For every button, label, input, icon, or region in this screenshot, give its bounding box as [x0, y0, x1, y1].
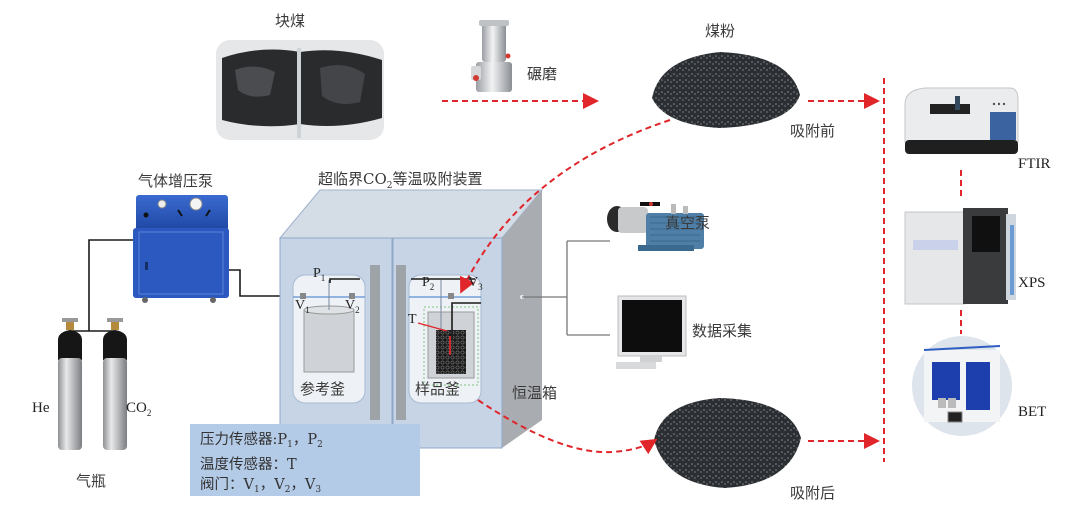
flow-arrows — [442, 78, 962, 462]
data-acquisition-label: 数据采集 — [692, 322, 753, 340]
grinder-icon — [471, 20, 512, 92]
valve-v3-icon — [448, 293, 454, 299]
coal-powder-after-image — [654, 398, 801, 488]
co2-cylinder-image — [103, 318, 127, 450]
booster-pump-label: 气体增压泵 — [138, 172, 214, 190]
legend-v3-index: 3 — [315, 485, 322, 495]
he-label: He — [32, 400, 50, 416]
co2-prefix: CO — [126, 400, 147, 416]
arrow-sample-to-after — [477, 399, 658, 455]
valve-v1-icon — [300, 293, 306, 299]
xps-instrument-image — [904, 208, 1016, 305]
v2-index: 2 — [355, 304, 360, 315]
legend-valve-sep2: ，V — [290, 477, 316, 493]
monitor-image — [616, 295, 687, 369]
v1-index: 1 — [305, 304, 310, 315]
lump-coal-label: 块煤 — [275, 12, 306, 30]
legend-valve-row: 阀门：V1，V2，V3 — [200, 475, 410, 500]
coal-sample-icon — [436, 330, 466, 374]
legend-temperature-row: 温度传感器：T — [200, 457, 297, 473]
reference-cell-vessel — [303, 309, 355, 373]
thermostat-label: 恒温箱 — [512, 384, 558, 402]
before-adsorption-label: 吸附前 — [790, 122, 836, 140]
after-adsorption-label: 吸附后 — [790, 484, 836, 502]
legend-valve-sep1: ，V — [259, 477, 285, 493]
arrow-powder-to-sample-cell — [460, 119, 671, 294]
legend-p1-index: 1 — [287, 440, 293, 450]
v3-index: 3 — [478, 281, 483, 292]
thermostat-oven — [278, 189, 544, 449]
he-cylinder-image — [58, 318, 82, 450]
p1-index: 1 — [320, 272, 326, 283]
door-handle-right — [396, 265, 406, 420]
legend-v2-index: 2 — [284, 485, 291, 495]
legend-pressure-row: 压力传感器:P1，P2 — [200, 430, 410, 455]
p1-letter: P — [313, 266, 321, 281]
apparatus-title-prefix: 超临界CO — [318, 170, 387, 188]
coal-powder-before-image — [652, 52, 800, 128]
v3-tag: V3 — [468, 275, 483, 292]
co2-sub: 2 — [146, 408, 152, 418]
p2-index: 2 — [429, 281, 435, 292]
apparatus-title-sub: 2 — [386, 181, 393, 191]
legend-valve-text: 阀门：V — [200, 477, 254, 493]
bet-label: BET — [1018, 404, 1047, 420]
signal-lines — [522, 240, 610, 336]
coal-powder-label: 煤粉 — [705, 22, 736, 40]
valve-v2-icon — [349, 293, 355, 299]
p1-tag: P1 — [313, 266, 325, 283]
legend-pressure-text: 压力传感器:P — [200, 432, 288, 448]
v1-letter: V — [295, 298, 306, 313]
sample-cell-label: 样品釜 — [415, 380, 461, 398]
grinding-label: 碾磨 — [527, 65, 558, 83]
ruler-icon — [297, 48, 301, 138]
xps-label: XPS — [1018, 275, 1046, 291]
gas-booster-pump-image — [133, 195, 229, 303]
v2-letter: V — [345, 298, 356, 313]
v1-tag: V1 — [295, 298, 310, 315]
vacuum-pump-label: 真空泵 — [665, 214, 711, 232]
legend-p2-index: 2 — [317, 440, 323, 450]
t-tag: T — [408, 312, 417, 327]
ftir-label: FTIR — [1018, 156, 1051, 172]
v3-letter: V — [468, 275, 479, 290]
p2-letter: P — [422, 275, 430, 290]
door-handle-left — [370, 265, 380, 420]
sensor-legend-box: 压力传感器:P1，P2 温度传感器：T 阀门：V1，V2，V3 — [190, 424, 420, 496]
apparatus-title: 超临界CO2等温吸附装置 — [318, 168, 483, 191]
lump-coal-image — [216, 40, 384, 140]
p2-tag: P2 — [422, 275, 434, 292]
apparatus-title-suffix: 等温吸附装置 — [392, 170, 483, 188]
gas-cylinders-label: 气瓶 — [76, 472, 107, 490]
ftir-instrument-image — [904, 87, 1019, 154]
vacuum-pump-image — [607, 202, 704, 251]
co2-label: CO2 — [126, 400, 151, 418]
bet-instrument-image — [912, 336, 1012, 436]
reference-cell-label: 参考釜 — [300, 380, 346, 398]
legend-v1-index: 1 — [253, 485, 260, 495]
v2-tag: V2 — [345, 298, 360, 315]
legend-pressure-sep: ，P — [292, 432, 318, 448]
